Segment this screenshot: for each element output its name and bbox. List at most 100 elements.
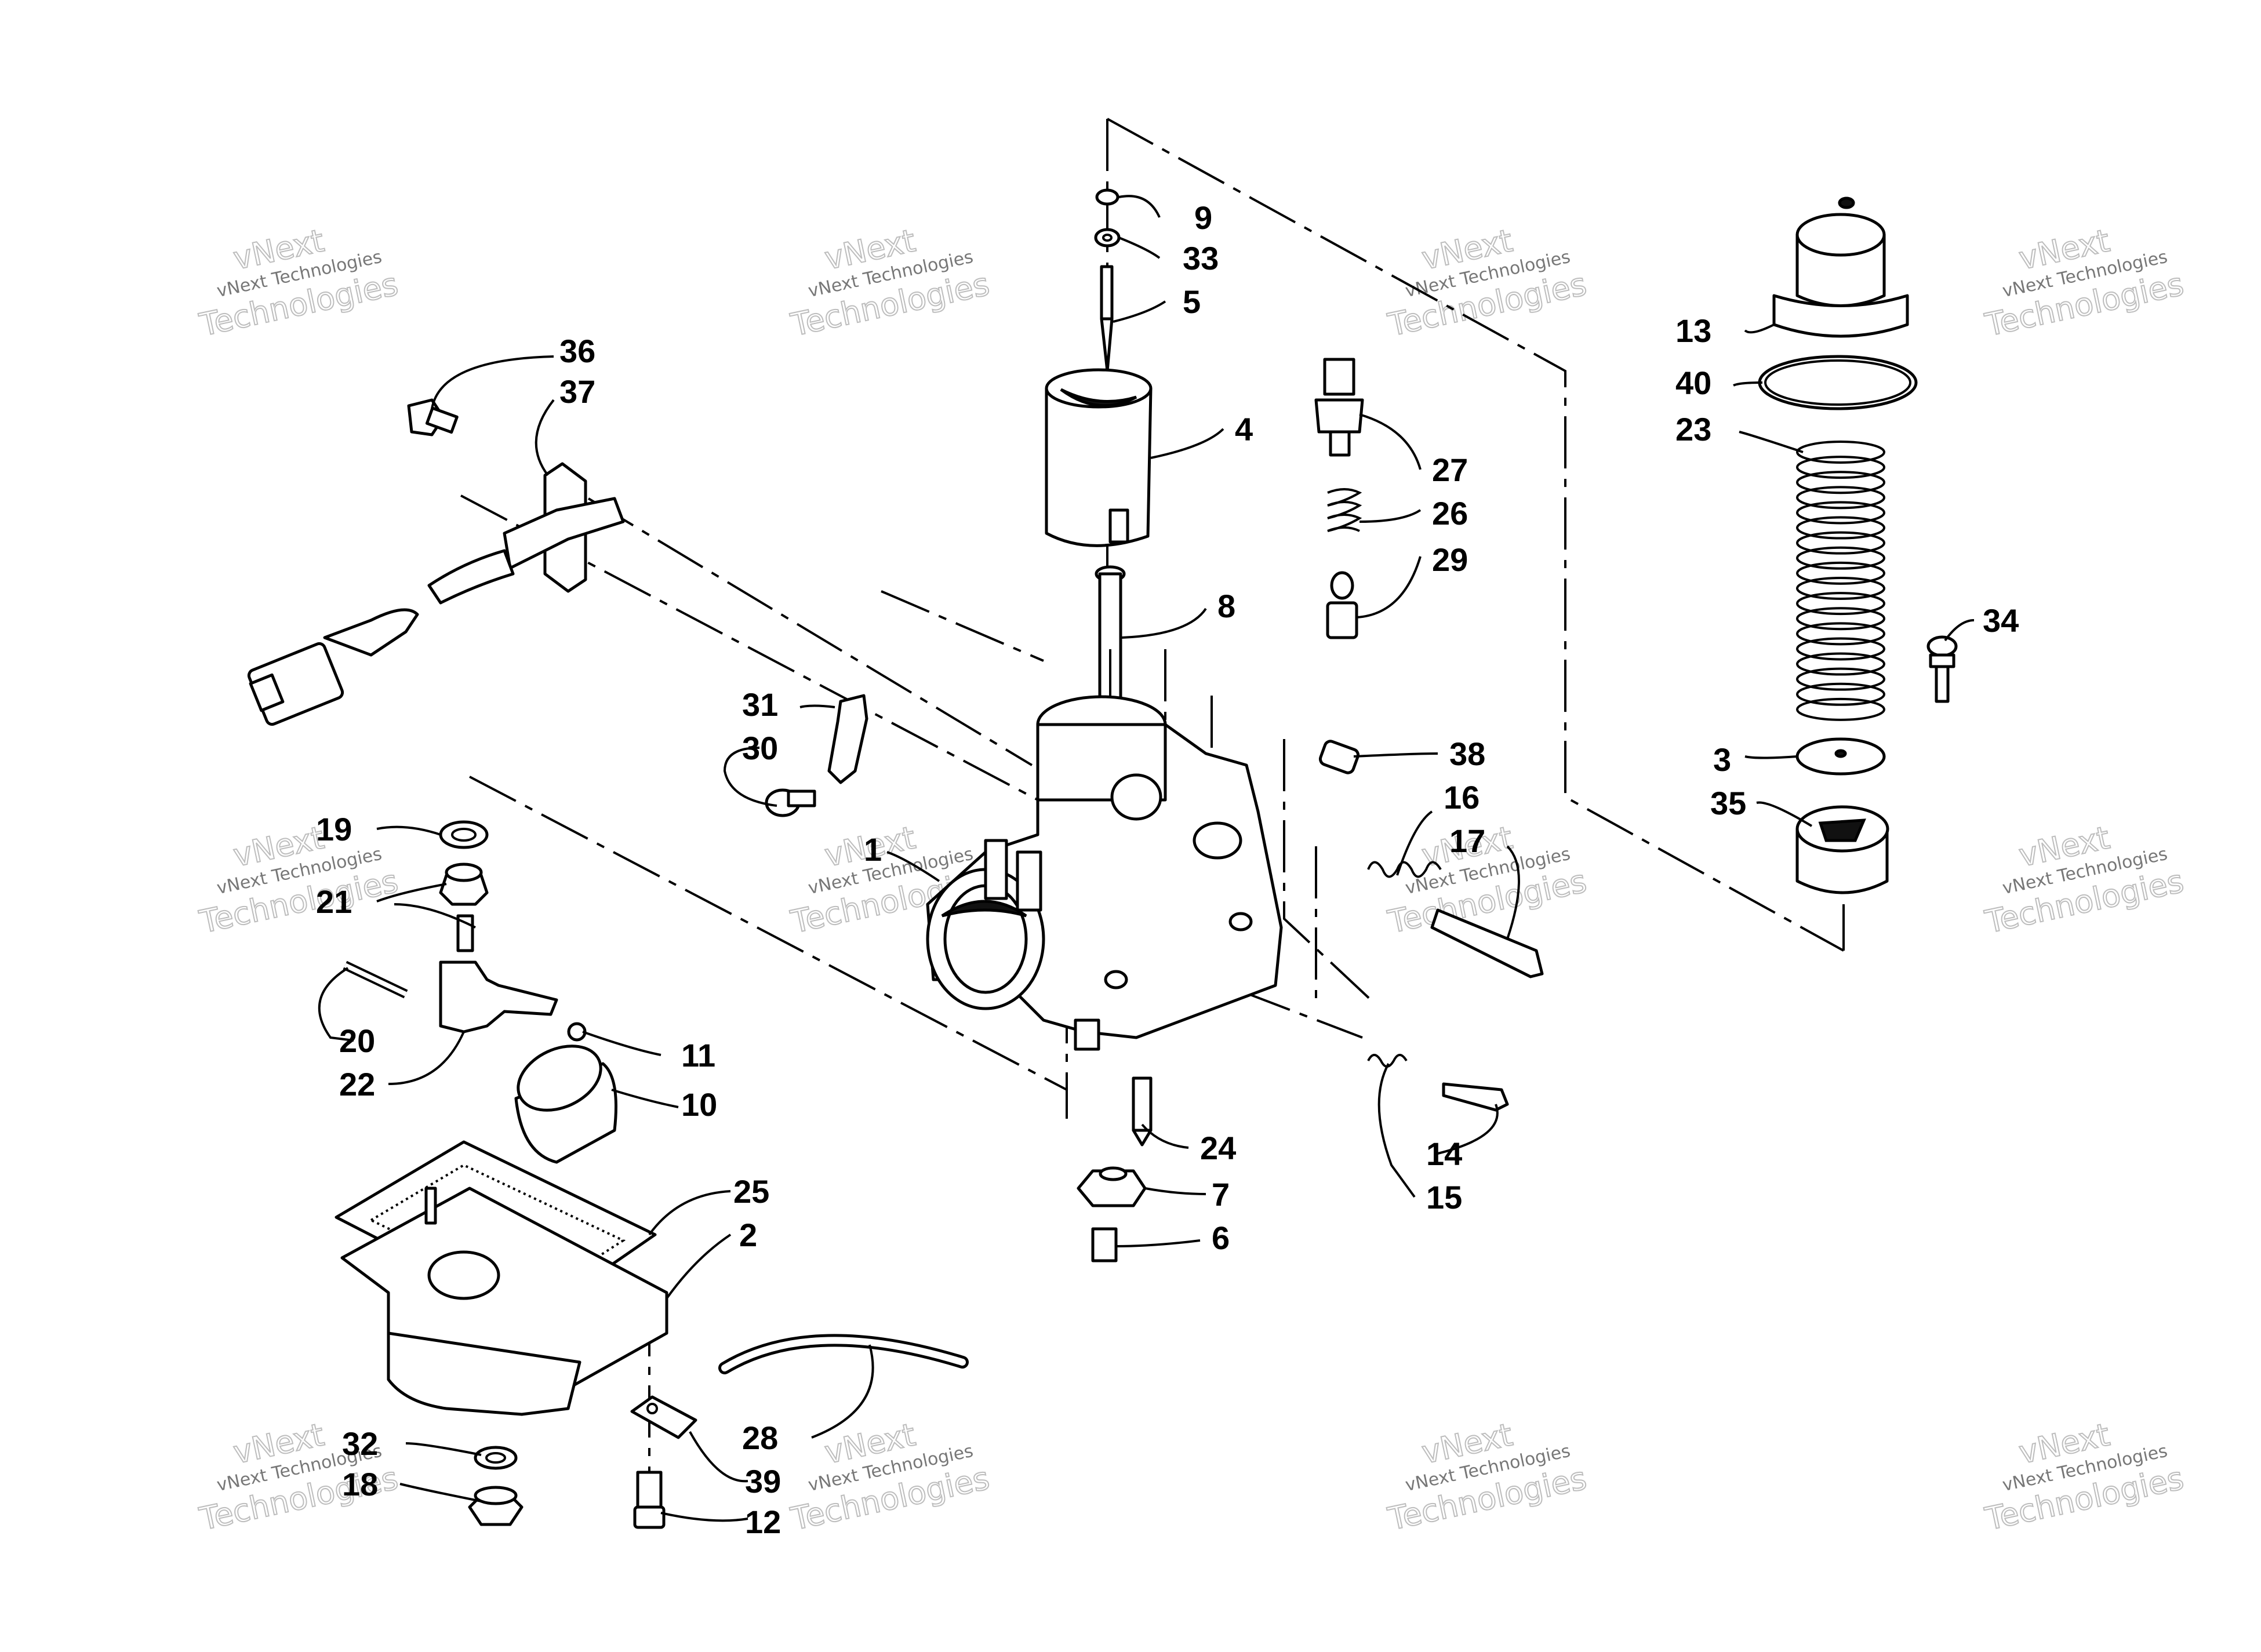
part-26-spring <box>1327 488 1362 532</box>
part-40-o-ring <box>1758 355 1918 410</box>
callout-2: 2 <box>739 1217 757 1253</box>
spring-coil <box>1796 652 1885 676</box>
callout-4: 4 <box>1235 411 1253 447</box>
callout-40: 40 <box>1675 365 1711 401</box>
callout-12: 12 <box>745 1504 781 1540</box>
part-19-washer <box>439 820 489 849</box>
callout-16: 16 <box>1444 779 1480 816</box>
part-22-float-arm <box>439 960 558 1034</box>
spring-coil <box>1796 667 1885 691</box>
callout-14: 14 <box>1426 1136 1462 1172</box>
callout-15: 15 <box>1426 1179 1462 1216</box>
part-4-throttle-slide <box>1045 368 1153 547</box>
callout-9: 9 <box>1194 199 1212 236</box>
part-31-bracket <box>827 694 868 784</box>
part-30-screw <box>765 788 816 817</box>
spring-coil <box>1796 546 1885 570</box>
callout-31: 31 <box>742 686 778 723</box>
callout-25: 25 <box>733 1173 769 1210</box>
callout-29: 29 <box>1432 541 1468 578</box>
callout-27: 27 <box>1432 452 1468 488</box>
spring-coil <box>1796 607 1885 631</box>
callout-11: 11 <box>681 1037 715 1074</box>
callout-39: 39 <box>745 1463 781 1500</box>
part-38-plug <box>1318 740 1360 774</box>
callout-17: 17 <box>1449 823 1485 859</box>
callout-18: 18 <box>342 1466 378 1502</box>
callout-36: 36 <box>559 333 595 369</box>
spring-coil <box>1796 682 1885 706</box>
callout-35: 35 <box>1710 785 1746 821</box>
part-29-plunger <box>1326 571 1358 639</box>
spring-coil <box>1796 441 1885 464</box>
spring-coil <box>1796 592 1885 616</box>
part-5-jet-needle <box>1100 265 1114 373</box>
part-28-vent-tube <box>718 1334 969 1374</box>
spring-coil <box>1796 456 1885 479</box>
part-32-washer <box>474 1446 518 1470</box>
part-10-float <box>514 1045 617 1164</box>
part-20-pin <box>343 960 408 999</box>
part-17-idle-screw <box>1430 908 1544 978</box>
spring-coil <box>1796 561 1885 585</box>
part-3-spring-seat <box>1795 737 1886 776</box>
part-1-carburetor-body <box>926 695 1283 1051</box>
callout-6: 6 <box>1212 1220 1230 1256</box>
callout-32: 32 <box>342 1425 378 1462</box>
spring-coil <box>1796 637 1885 661</box>
callout-30: 30 <box>742 730 778 766</box>
part-8-needle-guide <box>1095 565 1126 715</box>
callout-23: 23 <box>1675 411 1711 447</box>
part-27-valve-seat <box>1314 358 1364 457</box>
part-39-bracket <box>630 1395 697 1439</box>
callout-5: 5 <box>1183 283 1201 320</box>
spring-coil <box>1796 531 1885 555</box>
spring-coil <box>1796 577 1885 600</box>
part-33-washer <box>1094 228 1121 248</box>
callout-26: 26 <box>1432 495 1468 532</box>
part-9-clip <box>1095 188 1119 206</box>
callout-20: 20 <box>339 1023 375 1059</box>
part-2-float-bowl <box>340 1187 668 1416</box>
part-7-nut <box>1077 1166 1147 1207</box>
callout-34: 34 <box>1983 602 2019 639</box>
callout-28: 28 <box>742 1420 778 1456</box>
callout-labels: 9 33 5 4 8 27 26 29 13 40 23 3 35 34 36 … <box>316 199 2019 1540</box>
callout-13: 13 <box>1675 312 1711 349</box>
part-37-sensor-bracket <box>247 462 625 726</box>
spring-coil <box>1796 486 1885 510</box>
callout-37: 37 <box>559 373 595 410</box>
callout-21: 21 <box>316 883 352 920</box>
part-21-needle-valve <box>439 863 489 952</box>
callout-1: 1 <box>864 831 882 868</box>
callout-24: 24 <box>1200 1130 1236 1166</box>
spring-coil <box>1796 471 1885 494</box>
callout-22: 22 <box>339 1066 375 1102</box>
part-24-jet <box>1132 1076 1153 1147</box>
part-34-screw <box>1926 635 1958 703</box>
callout-38: 38 <box>1449 736 1485 772</box>
part-14-pilot-screw <box>1442 1082 1509 1112</box>
part-23-throttle-spring <box>1796 441 1885 721</box>
leader-lines <box>318 195 1975 1522</box>
part-16-spring <box>1367 861 1442 878</box>
spring-coil <box>1796 622 1885 646</box>
callout-19: 19 <box>316 811 352 847</box>
part-12-screw <box>633 1471 666 1529</box>
part-13-top-cap <box>1772 197 1909 338</box>
callout-10: 10 <box>681 1086 717 1123</box>
part-11-float-pin <box>567 1022 587 1042</box>
spring-coil <box>1796 516 1885 540</box>
callout-7: 7 <box>1212 1176 1230 1213</box>
part-18-drain-plug <box>468 1486 524 1526</box>
